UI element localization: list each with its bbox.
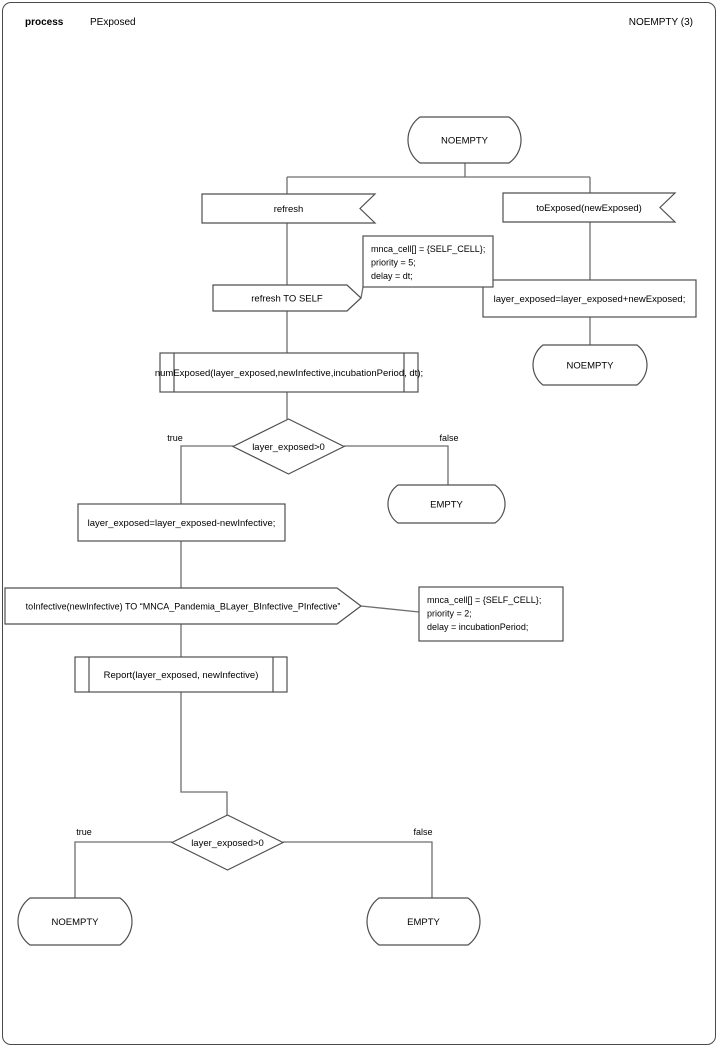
edge-annotation1-link: [360, 286, 364, 299]
state-noempty-right-label: NOEMPTY: [567, 361, 615, 372]
state-start-noempty: NOEMPTY: [407, 116, 522, 164]
state-empty-right: EMPTY: [387, 484, 506, 524]
send-refresh-to-self: refresh TO SELF: [212, 284, 362, 312]
edge-decision2-true: [74, 841, 172, 898]
send-toinfective: toInfective(newInfective) TO “MNCA_Pande…: [4, 587, 362, 625]
annotation-priority-5: mnca_cell[] = {SELF_CELL}; priority = 5; d…: [362, 235, 494, 288]
state-empty-bottom-label: EMPTY: [407, 917, 440, 928]
edge-decision2-false: [283, 841, 433, 898]
label-false-1-text: false: [439, 433, 458, 443]
state-start-noempty-label: NOEMPTY: [441, 136, 489, 147]
edge-decision1-false: [344, 445, 449, 485]
receive-toexposed-label: toExposed(newExposed): [536, 203, 642, 214]
label-true-1: true: [167, 433, 183, 443]
process-sub-newinfective: layer_exposed=layer_exposed-newInfective…: [77, 503, 286, 542]
edge-decision1-true: [180, 445, 233, 504]
predefined-numexposed: numExposed(layer_exposed,newInfective,in…: [155, 352, 423, 393]
label-false-2: false: [413, 827, 432, 837]
header-process-name: PExposed: [90, 17, 136, 28]
label-false-2-text: false: [413, 827, 432, 837]
process-add-newexposed: layer_exposed=layer_exposed+newExposed;: [482, 279, 697, 318]
decision-layer-exposed-1-label: layer_exposed>0: [252, 442, 325, 453]
send-refresh-to-self-label: refresh TO SELF: [251, 294, 323, 305]
annotation-line: priority = 5;: [371, 258, 416, 268]
predefined-report: Report(layer_exposed, newInfective): [74, 656, 288, 693]
edge-report-to-decision2: [180, 692, 228, 815]
header-kind-label: process: [25, 17, 64, 28]
label-true-1-text: true: [167, 433, 183, 443]
receive-refresh: refresh: [201, 193, 377, 224]
decision-layer-exposed-2-label: layer_exposed>0: [191, 838, 264, 849]
predefined-numexposed-label: numExposed(layer_exposed,newInfective,in…: [155, 368, 423, 379]
state-noempty-bottom-label: NOEMPTY: [52, 917, 100, 928]
decision-layer-exposed-1: layer_exposed>0: [231, 418, 346, 475]
annotation-line: priority = 2;: [427, 609, 472, 619]
receive-toexposed: toExposed(newExposed): [502, 192, 677, 223]
annotation-line: mnca_cell[] = {SELF_CELL};: [371, 244, 485, 254]
label-true-2: true: [76, 827, 92, 837]
annotation-line: delay = dt;: [371, 271, 413, 281]
process-sub-newinfective-label: layer_exposed=layer_exposed-newInfective…: [88, 518, 276, 529]
predefined-report-label: Report(layer_exposed, newInfective): [104, 670, 259, 681]
annotation-priority-2: mnca_cell[] = {SELF_CELL}; priority = 2; d…: [418, 586, 564, 642]
send-toinfective-label: toInfective(newInfective) TO “MNCA_Pande…: [26, 602, 341, 612]
state-empty-right-label: EMPTY: [430, 500, 463, 511]
state-noempty-right: NOEMPTY: [532, 344, 648, 386]
process-add-newexposed-label: layer_exposed=layer_exposed+newExposed;: [494, 294, 686, 305]
label-true-2-text: true: [76, 827, 92, 837]
decision-layer-exposed-2: layer_exposed>0: [170, 814, 285, 871]
label-false-1: false: [439, 433, 458, 443]
header-page-label: NOEMPTY (3): [628, 17, 693, 28]
annotation-line: mnca_cell[] = {SELF_CELL};: [427, 595, 541, 605]
state-noempty-bottom: NOEMPTY: [17, 897, 133, 946]
annotation-line: delay = incubationPeriod;: [427, 622, 528, 632]
state-empty-bottom: EMPTY: [366, 897, 481, 946]
receive-refresh-label: refresh: [274, 204, 304, 215]
edge-annotation2-link: [360, 605, 420, 613]
